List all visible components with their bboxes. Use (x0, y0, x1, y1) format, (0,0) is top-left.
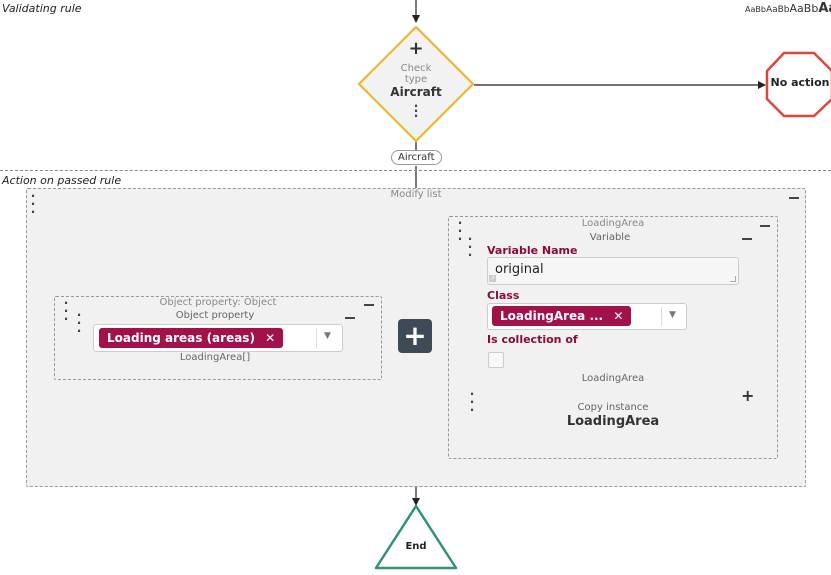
collapse-icon[interactable] (760, 225, 770, 227)
font-size-picker[interactable]: AaBbAaBbAaBbAaBb (745, 1, 831, 16)
collapse-icon[interactable] (345, 317, 355, 319)
class-select[interactable]: LoadingArea ... ✕ ▼ (487, 303, 687, 330)
remove-icon[interactable]: ✕ (613, 309, 624, 323)
is-collection-checkbox[interactable] (488, 352, 504, 368)
font-size-s[interactable]: Aa (765, 5, 778, 15)
drag-handle-icon[interactable]: ··· (457, 216, 463, 246)
variable-name-input[interactable]: original ↗ (487, 257, 739, 285)
collapse-icon[interactable] (742, 238, 752, 240)
add-icon[interactable]: + (408, 38, 424, 59)
check-line-2: type (404, 74, 428, 85)
remove-icon[interactable]: ✕ (265, 331, 276, 345)
variable-name-value: original (495, 262, 544, 277)
property-chip[interactable]: Loading areas (areas) ✕ (99, 328, 284, 348)
copy-instance-title: Copy instance (577, 402, 649, 413)
check-type-node[interactable]: + Check type Aircraft ··· (386, 38, 446, 123)
no-action-octagon (765, 51, 831, 118)
collapse-icon[interactable] (789, 197, 799, 199)
object-property-type: LoadingArea[] (179, 352, 251, 363)
no-action-label: No action (770, 76, 830, 89)
is-collection-label: Is collection of (487, 333, 578, 346)
property-chip-label: Loading areas (areas) (107, 331, 255, 345)
loading-area-container[interactable]: LoadingArea ··· (448, 216, 778, 459)
copy-instance-value: LoadingArea (566, 414, 660, 429)
check-value: Aircraft (390, 85, 442, 99)
variable-card-title: Variable (589, 232, 631, 243)
check-type-diamond (358, 26, 474, 142)
drag-handle-icon[interactable]: ··· (76, 308, 82, 338)
collapse-icon[interactable] (364, 304, 374, 306)
validating-rule-title: Validating rule (2, 2, 82, 15)
check-line-1: Check (400, 63, 432, 74)
link-icon[interactable]: ↗ (489, 275, 496, 282)
end-triangle (374, 504, 458, 570)
font-size-xs[interactable]: Aa (745, 5, 756, 14)
drag-handle-icon[interactable]: ··· (469, 387, 475, 417)
chevron-down-icon[interactable]: ▼ (324, 331, 331, 341)
loading-area-container-title: LoadingArea (581, 218, 645, 229)
end-label: End (405, 541, 427, 552)
add-action-button[interactable]: + (398, 319, 432, 353)
variable-name-label: Variable Name (487, 244, 578, 257)
action-on-passed-title: Action on passed rule (2, 174, 122, 187)
font-size-l[interactable]: Aa (818, 1, 831, 16)
class-chip[interactable]: LoadingArea ... ✕ (492, 306, 632, 326)
class-label: Class (487, 289, 520, 302)
drag-handle-icon[interactable]: ··· (30, 189, 36, 219)
section-divider (0, 170, 831, 171)
class-chip-label: LoadingArea ... (500, 309, 604, 323)
chevron-down-icon[interactable]: ▼ (669, 310, 676, 320)
variable-type: LoadingArea (581, 373, 645, 384)
branch-label-aircraft[interactable]: Aircraft (391, 150, 442, 165)
font-size-m[interactable]: Aa (789, 2, 804, 15)
drag-handle-icon[interactable]: ··· (467, 232, 473, 262)
object-property-select[interactable]: Loading areas (areas) ✕ ▼ (93, 324, 343, 352)
resize-handle-icon[interactable] (730, 276, 736, 282)
more-vertical-icon[interactable]: ··· (413, 99, 419, 123)
drag-handle-icon[interactable]: ··· (63, 296, 69, 326)
modify-list-title: Modify list (390, 189, 442, 200)
object-property-card-title: Object property (175, 310, 255, 321)
object-property-container-title: Object property: Object (159, 297, 277, 308)
add-icon[interactable]: + (741, 386, 755, 405)
